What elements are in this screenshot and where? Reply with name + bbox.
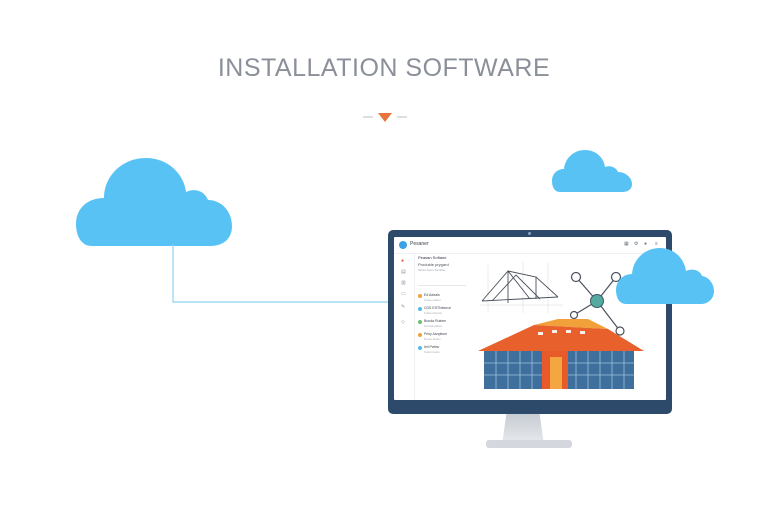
list-item[interactable]: Prisy Asnpitom Nuoto kuaxx [418,332,470,342]
list-item-label: Ed Adeals [424,293,440,297]
tools-icon[interactable]: ✎ [401,304,406,310]
list-item-sub: Nuoto kuaxx [424,337,441,341]
list-item-label: Prisy Asnpitom [424,332,448,336]
camera-dot [528,232,531,235]
building-icon [478,319,644,389]
settings-icon[interactable]: ⚙ [634,241,639,247]
avatar-icon[interactable]: ● [644,241,648,247]
list-item[interactable]: Bunda Ruinen Kontak plasto [418,319,470,329]
list-item-label: Iell Pvebu [424,345,440,349]
status-dot-icon [418,333,422,337]
status-dot-icon [418,307,422,311]
app-logo-icon [399,241,407,249]
title-divider [363,113,407,122]
sliders-icon[interactable]: ≡ [655,241,658,247]
monitor: Pesaner ▦ ⚙ ● ≡ ● ▤ ▥ ▭ ✎ ◇ Peasan Softa… [388,230,672,414]
list-item-sub: Frasi nchpoto [424,311,443,315]
folder-icon[interactable]: ▭ [401,291,406,297]
panel-divider [418,285,466,286]
app-topbar: Pesaner ▦ ⚙ ● ≡ [394,237,666,254]
panel-title: Peasan Softane [418,255,447,260]
list-item-label: Bunda Ruinen [424,319,447,323]
status-dot-icon [418,346,422,350]
list-item-sub: Frase traken [424,298,441,302]
project-panel: Peasan Softane Produkte prygard Tanzo Au… [418,255,470,394]
home-icon[interactable]: ● [401,258,405,264]
document-icon[interactable]: ▤ [401,269,406,275]
page-title: INSTALLATION SOFTWARE [217,54,551,82]
illustration-canvas [478,261,644,389]
monitor-screen: Pesaner ▦ ⚙ ● ≡ ● ▤ ▥ ▭ ✎ ◇ Peasan Softa… [394,237,666,400]
list-item[interactable]: Ed Adeals Frase traken [418,293,470,303]
status-dot-icon [418,320,422,324]
cloud-icon [616,248,714,304]
cloud-icon [552,150,632,192]
monitor-base [486,440,572,448]
network-nodes-icon [569,271,625,336]
cloud-icon [76,158,232,246]
list-item-sub: Suiter kelno [424,350,440,354]
list-item[interactable]: CDS ESTNelonzi Frasi nchpoto [418,306,470,316]
tent-structure-icon [481,270,559,303]
panel-meta: Tanzo Auen Ssmithe [418,268,446,272]
status-dot-icon [418,294,422,298]
triangle-down-icon [378,113,392,122]
connector-line [172,244,390,303]
app-sidebar: ● ▤ ▥ ▭ ✎ ◇ [394,253,415,400]
panel-subtitle: Produkte prygard [418,262,449,267]
list-item-sub: Kontak plasto [424,324,443,328]
monitor-stand [502,414,544,440]
app-name: Pesaner [410,241,429,247]
shield-icon[interactable]: ◇ [401,319,405,325]
list-item[interactable]: Iell Pvebu Suiter kelno [418,345,470,355]
chart-icon[interactable]: ▥ [401,280,406,286]
grid-icon[interactable]: ▦ [624,241,629,247]
list-item-label: CDS ESTNelonzi [424,306,451,310]
